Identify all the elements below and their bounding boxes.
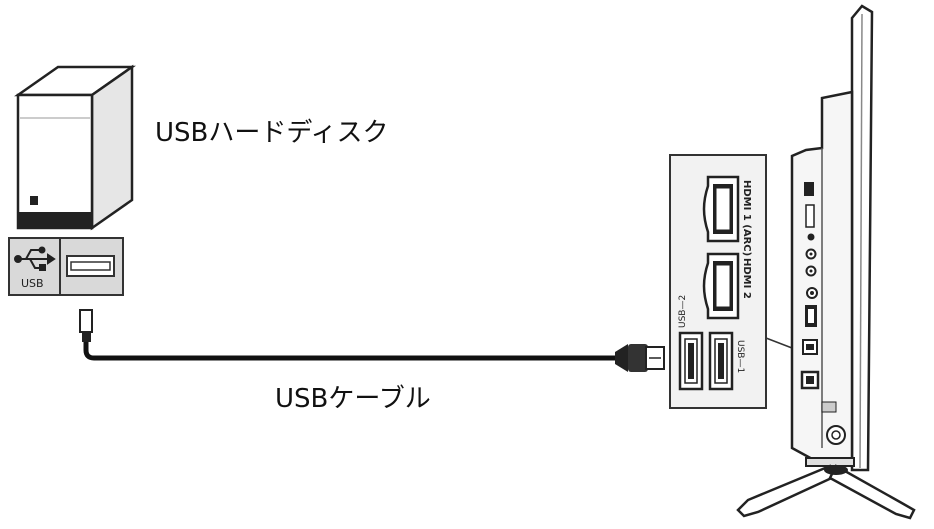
hdd-label: USBハードディスク: [155, 118, 389, 148]
usb-hard-disk: [14, 64, 136, 231]
tv-side-view: [736, 4, 916, 520]
hdmi-1-port: [702, 175, 740, 243]
hdmi-1-text: HDMI 1 (ARC): [741, 180, 752, 256]
hdd-usb-port-panel: USB: [8, 237, 124, 296]
usb-cable: [79, 309, 665, 372]
usb-1-port: [708, 331, 734, 391]
usb-2-text: USB—2: [678, 295, 688, 328]
usb-trident-icon: [14, 246, 56, 271]
hdmi-2-text: HDMI 2: [741, 258, 752, 299]
hdd-usb-text: USB: [21, 277, 44, 290]
zoom-callout-line: [765, 337, 793, 349]
tv-port-panel: HDMI 1 (ARC) HDMI 2 USB—2 USB—1: [669, 154, 767, 409]
usb-2-port: [678, 331, 704, 391]
cable-label: USBケーブル: [275, 384, 431, 414]
usb-1-text: USB—1: [735, 340, 745, 373]
hdmi-2-port: [702, 252, 740, 320]
